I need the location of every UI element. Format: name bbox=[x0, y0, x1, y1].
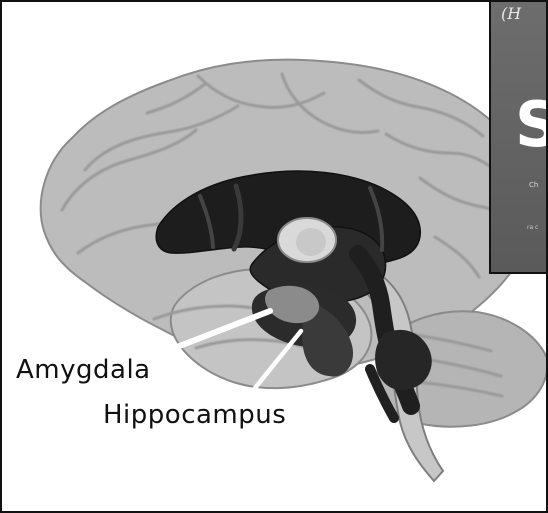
overlay-inset-panel: (H S Ch ra c bbox=[489, 2, 548, 274]
inset-large-letter: S bbox=[515, 94, 548, 156]
thalamus-inner bbox=[296, 228, 326, 256]
hippocampus-label: Hippocampus bbox=[103, 402, 286, 428]
inset-small-text-1: Ch bbox=[529, 181, 538, 189]
inset-top-text: (H bbox=[501, 4, 521, 23]
amygdala-label: Amygdala bbox=[16, 357, 151, 383]
inset-small-text-2: ra c bbox=[527, 224, 538, 231]
